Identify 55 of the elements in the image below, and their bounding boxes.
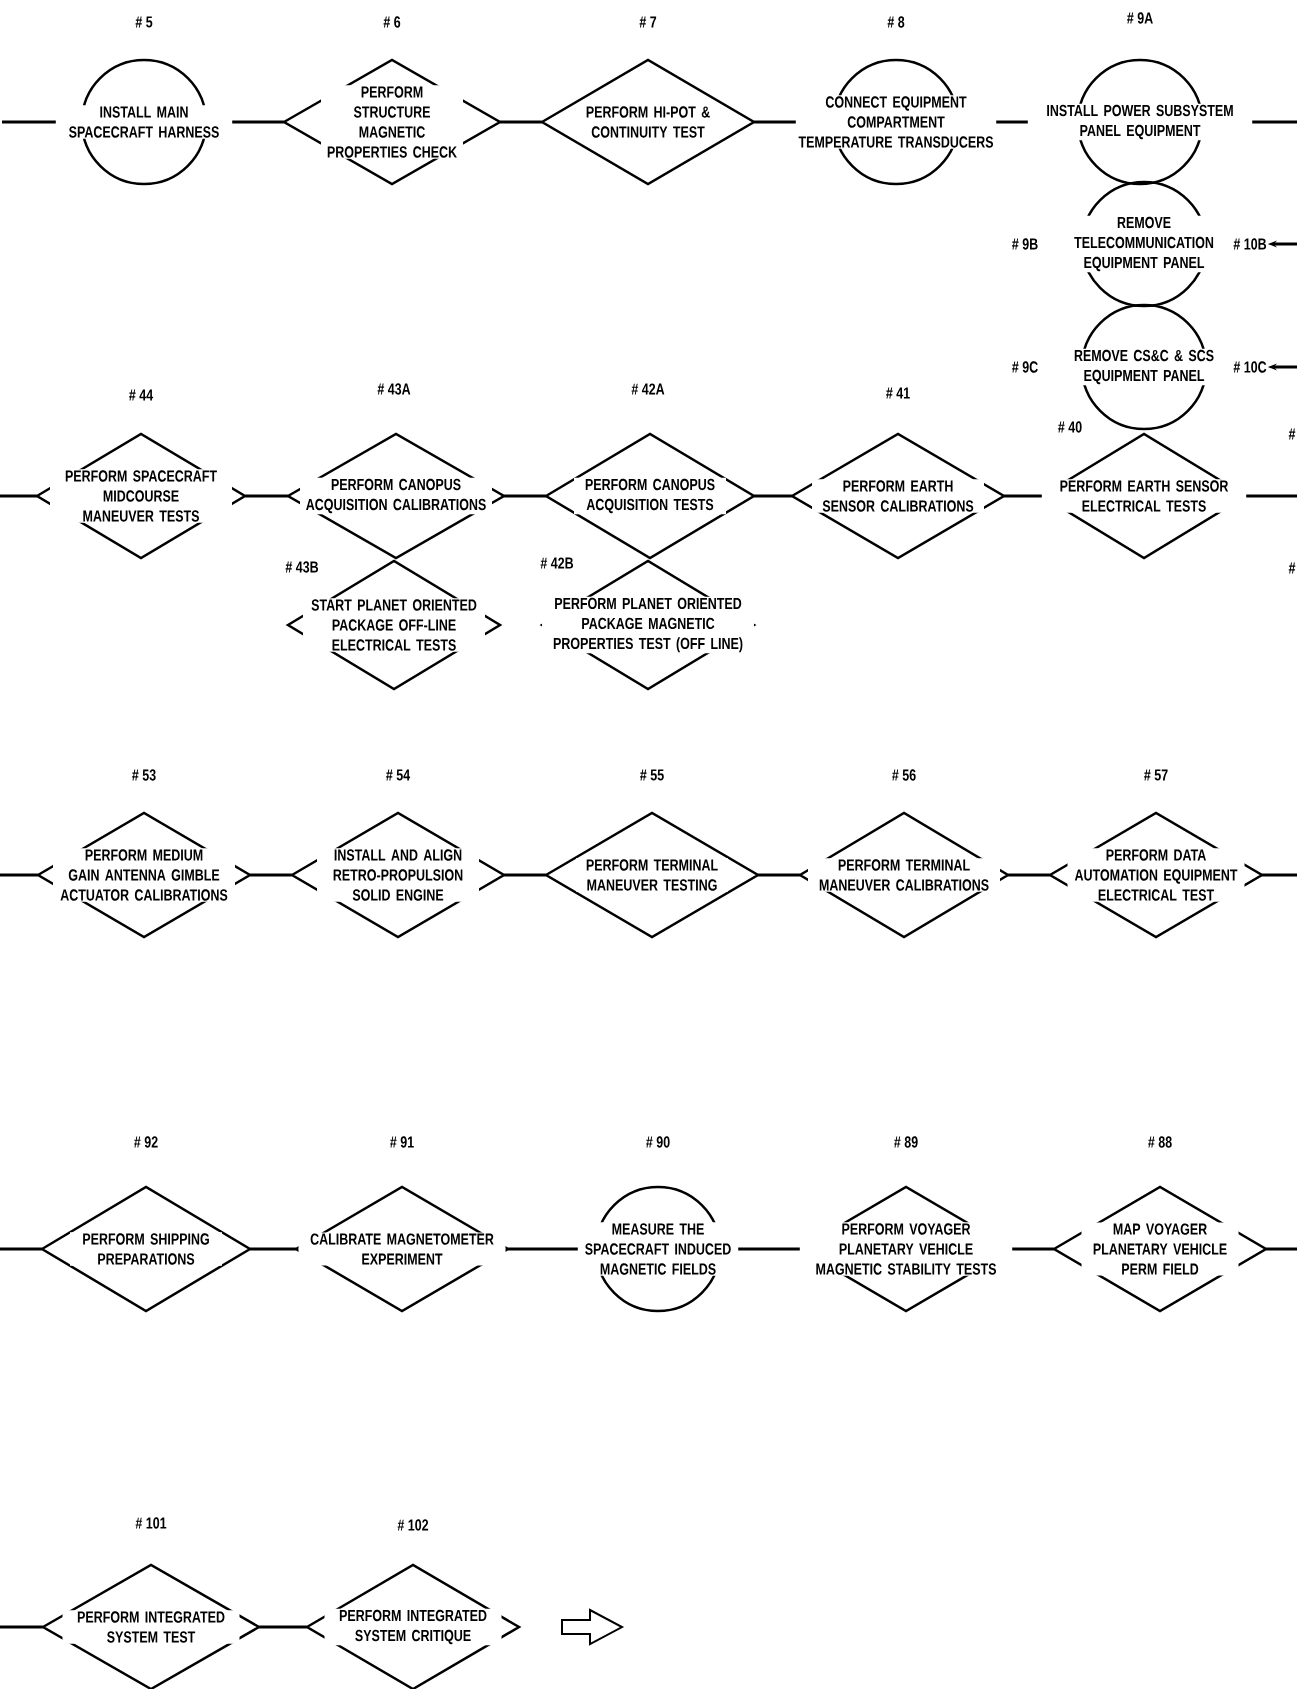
connector-line: [500, 120, 542, 124]
connector-line: [996, 120, 1028, 124]
step-number: # 91: [390, 1136, 414, 1148]
connector-line: [758, 873, 800, 877]
step-number: # 43B: [285, 561, 319, 573]
connector-line: [754, 120, 796, 124]
step-number: # 102: [397, 1519, 429, 1531]
step-number: # 10C: [1233, 361, 1267, 373]
step-number: # 9A: [1127, 12, 1153, 24]
step-number: # 10B: [1233, 238, 1267, 250]
connector-line: [1266, 1247, 1297, 1251]
connector-line: [504, 873, 546, 877]
connector-line: [504, 494, 546, 498]
connector-line: [1252, 120, 1297, 124]
connector-line: [1008, 873, 1050, 877]
step-number: # 9C: [1012, 361, 1038, 373]
step-number: # 8: [887, 16, 905, 28]
connector-line: [259, 1625, 307, 1629]
step-number: # 40: [1058, 421, 1082, 433]
connector-line: [250, 1247, 296, 1251]
step-number: # 57: [1144, 769, 1168, 781]
connector-line: [738, 1247, 800, 1251]
step-number: # 5: [135, 16, 153, 28]
connector-line: [0, 494, 37, 498]
connector-line: [0, 1247, 42, 1251]
step-number: # 9B: [1012, 238, 1038, 250]
step-number: #: [1288, 562, 1296, 574]
step-number: # 6: [383, 16, 401, 28]
connector-line: [232, 120, 284, 124]
connector-line: [1246, 494, 1297, 498]
connector-line: [754, 494, 792, 498]
step-number: # 89: [894, 1136, 918, 1148]
connector-line: [250, 873, 292, 877]
connector-line: [0, 873, 38, 877]
connector-line: [0, 1625, 43, 1629]
step-number: # 90: [646, 1136, 670, 1148]
step-number: # 44: [129, 389, 154, 401]
step-number: #: [1288, 428, 1296, 440]
step-number: # 88: [1148, 1136, 1172, 1148]
connector-line: [508, 1247, 578, 1251]
step-number: # 53: [132, 769, 156, 781]
step-number: # 41: [886, 387, 910, 399]
connector-line: [245, 494, 288, 498]
step-number: # 101: [135, 1517, 167, 1529]
step-number: # 56: [892, 769, 916, 781]
step-number: # 92: [134, 1136, 158, 1148]
step-number: # 7: [639, 16, 657, 28]
connector-line: [2, 120, 56, 124]
step-number: # 54: [386, 769, 411, 781]
connector-line: [1004, 494, 1042, 498]
step-number: # 43A: [377, 383, 411, 395]
connector-line: [1262, 873, 1297, 877]
step-number: # 55: [640, 769, 664, 781]
connector-line: [1012, 1247, 1054, 1251]
step-number: # 42A: [631, 383, 665, 395]
